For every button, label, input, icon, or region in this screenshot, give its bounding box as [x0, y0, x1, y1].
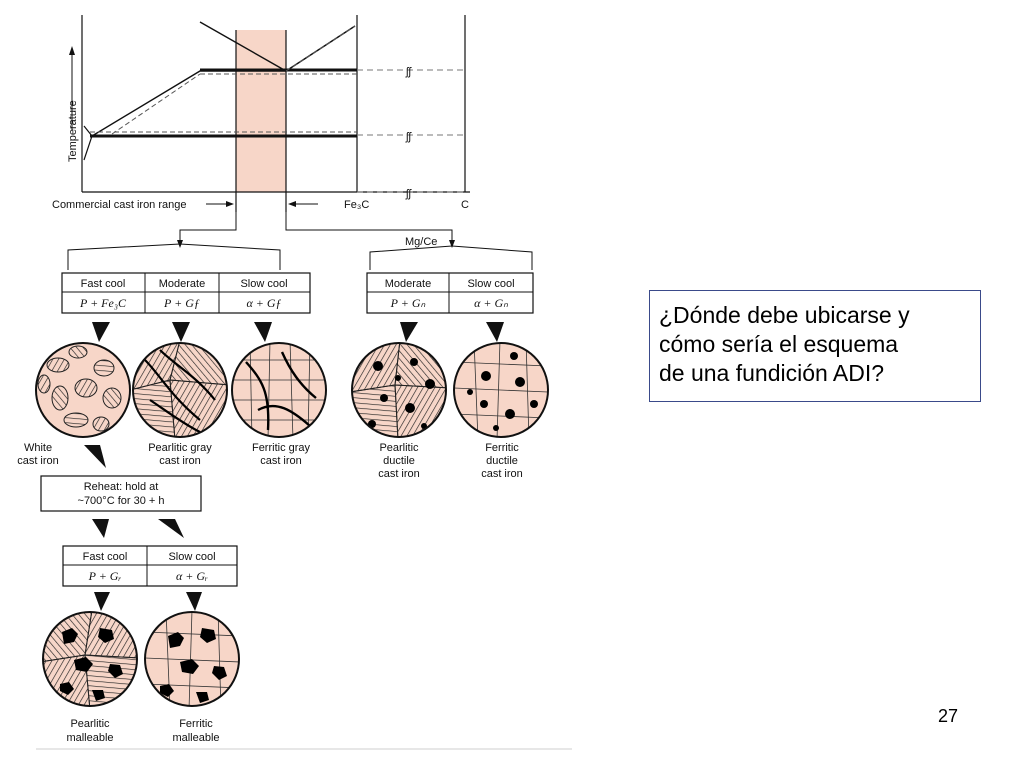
question-line-3: de una fundición ADI?	[659, 360, 885, 386]
white-cast-iron-caption-1: White	[24, 442, 52, 454]
temperature-label: Temperature	[67, 100, 79, 162]
carbon-label: C	[461, 199, 469, 211]
ferritic-malleable-caption-1: Ferritic	[179, 718, 213, 730]
pearlitic-gray-caption-1: Pearlitic gray	[148, 442, 212, 454]
white-cast-iron-micrograph	[35, 342, 131, 438]
ferritic-gray-micrograph	[231, 342, 327, 438]
question-line-1: ¿Dónde debe ubicarse y	[659, 302, 910, 328]
svg-text:ʃʃ: ʃʃ	[405, 188, 412, 200]
pearlitic-gray-caption-2: cast iron	[159, 455, 201, 467]
micrograph-captions: White cast iron Pearlitic gray cast iron…	[17, 442, 523, 480]
ferritic-ductile-caption-1: Ferritic	[485, 442, 519, 454]
pearlitic-ductile-micrograph	[351, 342, 447, 438]
bottom-header-fast-cool: Fast cool	[83, 551, 128, 563]
fe3c-label: Fe₃C	[344, 199, 369, 211]
mgce-label: Mg/Ce	[405, 236, 437, 248]
right-cooling-table: Moderate Slow cool P + Gₙ α + Gₙ	[366, 272, 534, 314]
svg-text:ʃʃ: ʃʃ	[405, 131, 412, 143]
pearlitic-ductile-caption-1: Pearlitic	[379, 442, 419, 454]
pearlitic-gray-micrograph	[132, 342, 228, 438]
bottom-phase-ferritic: α + Gᵣ	[176, 569, 208, 583]
reheat-box: Reheat: hold at ~700°C for 30 + h	[40, 475, 202, 512]
ferritic-malleable-micrograph	[144, 611, 240, 707]
left-cooling-table: Fast cool Moderate Slow cool P + Fe₃C P …	[61, 272, 311, 314]
right-phase-ferritic: α + Gₙ	[474, 296, 508, 310]
page-number: 27	[938, 706, 959, 726]
left-header-fast-cool: Fast cool	[81, 278, 126, 290]
ferritic-malleable-caption-2: malleable	[172, 732, 219, 744]
cast-iron-diagram: ʃʃ ʃʃ ʃʃ Temperature Commercial cast iro…	[17, 15, 572, 750]
right-header-moderate: Moderate	[385, 278, 431, 290]
ferritic-gray-caption-1: Ferritic gray	[252, 442, 311, 454]
pearlitic-malleable-caption-1: Pearlitic	[70, 718, 110, 730]
pearlitic-malleable-micrograph	[42, 611, 138, 707]
pearlitic-ductile-caption-2: ductile	[383, 455, 415, 467]
right-header-slow-cool: Slow cool	[467, 278, 514, 290]
ferritic-ductile-caption-2: ductile	[486, 455, 518, 467]
svg-text:ʃʃ: ʃʃ	[405, 66, 412, 78]
left-phase-gray: P + Gƒ	[163, 296, 200, 310]
question-line-2: cómo sería el esquema	[659, 331, 899, 357]
ferritic-gray-caption-2: cast iron	[260, 455, 302, 467]
left-phase-ferritic: α + Gƒ	[246, 296, 281, 310]
cast-iron-range-band	[236, 30, 286, 192]
phase-diagram: ʃʃ ʃʃ ʃʃ Temperature Commercial cast iro…	[52, 15, 470, 212]
left-header-moderate: Moderate	[159, 278, 205, 290]
ferritic-ductile-caption-3: cast iron	[481, 468, 523, 480]
reheat-line-2: ~700°C for 30 + h	[78, 495, 165, 507]
bottom-header-slow-cool: Slow cool	[168, 551, 215, 563]
pointer-arrows	[84, 322, 504, 611]
reheat-line-1: Reheat: hold at	[84, 481, 159, 493]
ferritic-ductile-micrograph	[453, 342, 549, 438]
bottom-phase-pearlitic: P + Gᵣ	[88, 569, 122, 583]
left-header-slow-cool: Slow cool	[240, 278, 287, 290]
question-box: ¿Dónde debe ubicarse y cómo sería el esq…	[649, 290, 981, 402]
cast-iron-range-label: Commercial cast iron range	[52, 199, 187, 211]
pearlitic-ductile-caption-3: cast iron	[378, 468, 420, 480]
left-phase-white: P + Fe₃C	[79, 296, 127, 310]
white-cast-iron-caption-2: cast iron	[17, 455, 59, 467]
branch-brackets	[67, 212, 533, 270]
right-phase-pearlitic: P + Gₙ	[390, 296, 426, 310]
bottom-cooling-table: Fast cool Slow cool P + Gᵣ α + Gᵣ	[62, 545, 238, 587]
pearlitic-malleable-caption-2: malleable	[66, 732, 113, 744]
